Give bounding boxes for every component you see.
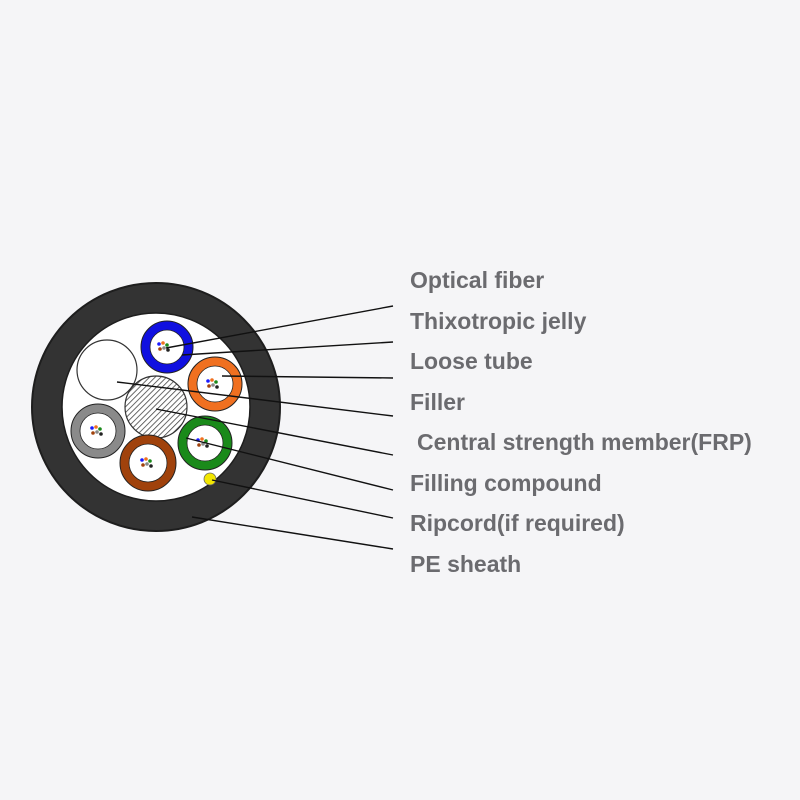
- loose-tube-orange: [187, 356, 243, 412]
- leader-central-strength-member: [155, 408, 394, 456]
- label-central-strength-member: Central strength member(FRP): [417, 429, 752, 455]
- leader-ripcord: [211, 479, 394, 519]
- leader-filling-compound: [185, 437, 394, 491]
- loose-tube-blue: [140, 320, 194, 374]
- leader-optical-fiber: [165, 305, 394, 349]
- leader-thixotropic-jelly: [181, 341, 394, 356]
- optical-fiber-bundles: [90, 341, 219, 468]
- label-filling-compound: Filling compound: [410, 470, 602, 496]
- leader-loose-tube: [221, 375, 394, 379]
- label-optical-fiber: Optical fiber: [410, 267, 545, 293]
- central-strength-member-circle: [124, 375, 188, 439]
- leader-filler: [116, 381, 394, 417]
- ripcord-circle: [203, 472, 217, 486]
- leader-lines: [116, 305, 394, 550]
- label-pe-sheath: PE sheath: [410, 551, 522, 577]
- label-loose-tube: Loose tube: [410, 348, 533, 374]
- label-thixotropic-jelly: Thixotropic jelly: [410, 308, 587, 334]
- label-filler: Filler: [410, 389, 465, 415]
- filler-circle: [76, 339, 138, 401]
- leader-pe-sheath: [191, 516, 394, 550]
- label-ripcord: Ripcord(if required): [410, 510, 625, 536]
